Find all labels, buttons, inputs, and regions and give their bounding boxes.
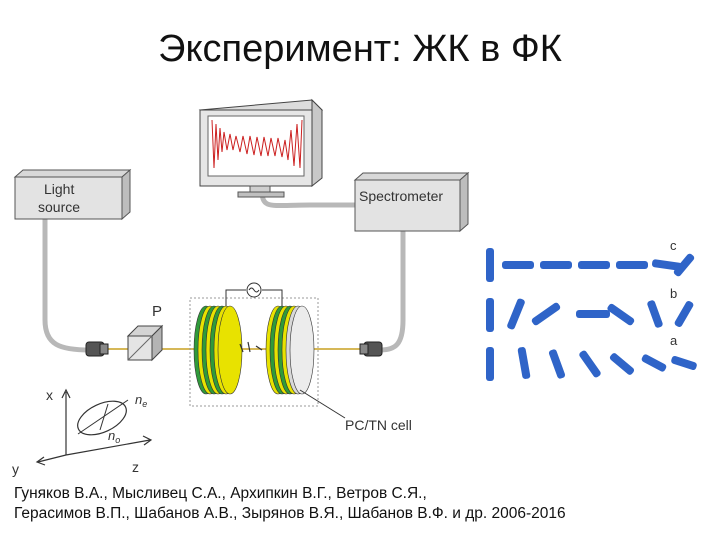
authors: Гуняков В.А., Мысливец С.А., Архипкин В.… bbox=[14, 484, 714, 524]
molecule-row-a bbox=[486, 347, 697, 381]
voltage-source bbox=[225, 282, 283, 310]
cable-lightsource-fiber bbox=[42, 215, 93, 353]
spectrometer-side bbox=[459, 171, 469, 233]
molecule-rows bbox=[486, 248, 697, 381]
axis-z-label: z bbox=[132, 459, 139, 475]
polarizer-label: P bbox=[152, 303, 162, 320]
spectrum-trace bbox=[211, 119, 303, 169]
spectrometer-front bbox=[354, 179, 461, 232]
spectrometer: Spectrometer bbox=[353, 171, 470, 233]
cell-label-leader bbox=[299, 389, 346, 419]
light-source-label-2: source bbox=[38, 199, 80, 215]
coordinate-axes bbox=[35, 388, 153, 466]
index-ellipsoid bbox=[77, 400, 127, 436]
monitor-stand bbox=[249, 185, 271, 193]
slide-title: Эксперимент: ЖК в ФК bbox=[158, 28, 562, 70]
row-c-label: c bbox=[670, 238, 677, 253]
monitor bbox=[198, 98, 324, 198]
spectrometer-label: Spectrometer bbox=[359, 188, 443, 204]
fiber-connector-left bbox=[85, 341, 109, 357]
cell-label: PC/TN cell bbox=[345, 417, 412, 433]
axis-x-label: x bbox=[46, 387, 53, 403]
row-a-label: a bbox=[670, 333, 678, 348]
lc-layer bbox=[239, 341, 263, 353]
cell-frame bbox=[189, 297, 319, 407]
spectrometer-top bbox=[353, 172, 470, 181]
molecule-row-c bbox=[486, 248, 695, 282]
molecule-row-b bbox=[486, 298, 694, 332]
light-source-side bbox=[121, 168, 131, 221]
ne-label: ne bbox=[135, 392, 147, 409]
light-source-top bbox=[13, 169, 132, 178]
cable-spectrometer-fiber bbox=[377, 229, 406, 353]
monitor-side-face bbox=[311, 98, 323, 188]
monitor-base bbox=[237, 191, 285, 198]
light-source: Light source bbox=[13, 168, 132, 221]
light-source-label-1: Light bbox=[44, 181, 74, 197]
photonic-crystal-left bbox=[193, 305, 243, 395]
axis-y-label: y bbox=[12, 461, 19, 477]
light-source-front bbox=[14, 176, 123, 220]
no-label: no bbox=[108, 428, 120, 445]
authors-line-1: Гуняков В.А., Мысливец С.А., Архипкин В.… bbox=[14, 485, 427, 502]
fiber-connector-right bbox=[359, 341, 383, 357]
authors-line-2: Герасимов В.П., Шабанов А.В., Зырянов В.… bbox=[14, 505, 566, 522]
polarizer-cube bbox=[126, 324, 164, 362]
row-b-label: b bbox=[670, 286, 677, 301]
photonic-crystal-right bbox=[265, 305, 315, 395]
